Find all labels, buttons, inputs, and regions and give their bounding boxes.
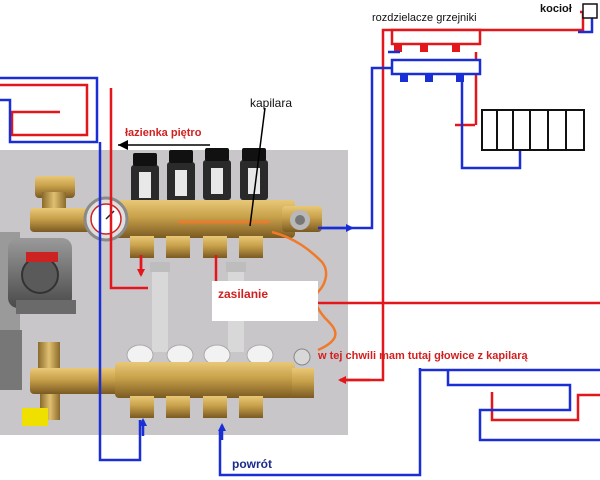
label-radiator-distributors: rozdzielacze grzejniki (372, 12, 477, 24)
label-capillary: kapilara (250, 96, 293, 110)
radiator-distributor (388, 28, 482, 82)
label-supply: zasilanie (218, 287, 269, 301)
label-boiler: kocioł (540, 3, 572, 15)
supply-manifold (100, 200, 295, 238)
label-return: powrót (232, 457, 272, 471)
return-lines (0, 12, 600, 477)
capillary-line (271, 230, 337, 352)
radiator (481, 109, 585, 151)
boiler (582, 3, 598, 19)
flowmeters (131, 148, 268, 205)
return-manifold (115, 362, 295, 398)
label-capillary-head-note: w tej chwili mam tutaj głowice z kapilar… (318, 350, 528, 362)
zasilanie-label-box (212, 281, 318, 321)
valve-heads (126, 344, 274, 366)
label-bathroom-upstairs: łazienka piętro (125, 127, 202, 139)
